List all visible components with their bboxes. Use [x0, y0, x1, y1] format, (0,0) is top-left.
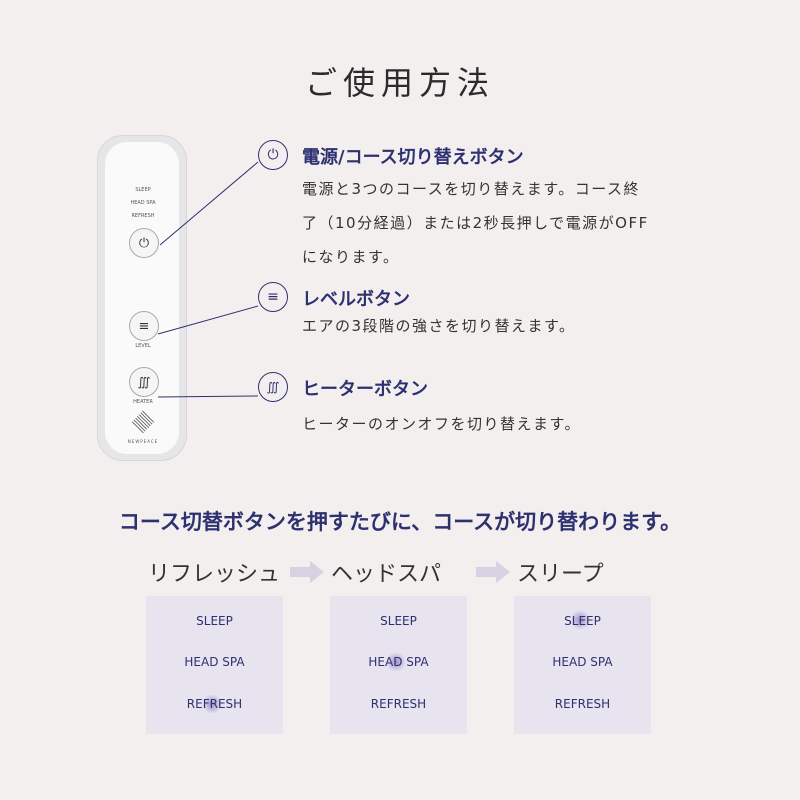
feature-heading-level: レベルボタン — [302, 289, 410, 310]
arrow-right-icon — [290, 561, 324, 583]
feature-desc-heater: ヒーターのオンオフを切り替えます。 — [302, 415, 582, 433]
brand-label: NEWPEACE — [127, 439, 159, 444]
remote-level-button: ≡ — [129, 311, 159, 341]
course-subheading: コース切替ボタンを押すたびに、コースが切り替わります。 — [118, 510, 682, 534]
indicator-light — [386, 652, 406, 672]
panel-label-sleep: SLEEP — [564, 614, 601, 628]
feature-desc-level: エアの3段階の強さを切り替えます。 — [302, 317, 576, 335]
panel-label-refresh: REFRESH — [186, 697, 243, 711]
course-name-head-spa: ヘッドスパ — [331, 562, 442, 587]
feature-desc-power: 電源と3つのコースを切り替えます。コース終 了（10分経過）または2秒長押しで電… — [302, 172, 649, 274]
remote-label-head-spa: HEAD SPA — [130, 200, 156, 206]
level-icon: ≡ — [258, 282, 288, 312]
course-name-sleep: スリープ — [517, 562, 604, 587]
course-panel-head-spa: SLEEP HEAD SPA REFRESH — [330, 596, 467, 734]
power-icon: ⏻ — [258, 140, 288, 170]
course-name-refresh: リフレッシュ — [148, 562, 281, 587]
panel-label-head-spa: HEAD SPA — [368, 655, 429, 669]
feature-heading-heater: ヒーターボタン — [302, 379, 428, 400]
remote-label-sleep: SLEEP — [135, 187, 151, 193]
panel-label-head-spa: HEAD SPA — [184, 655, 245, 669]
course-panel-refresh: SLEEP HEAD SPA REFRESH — [146, 596, 283, 734]
course-panel-sleep: SLEEP HEAD SPA REFRESH — [514, 596, 651, 734]
page-title: ご使用方法 — [304, 64, 495, 102]
remote-power-button: ⏻ — [129, 228, 159, 258]
heater-icon: ∭ — [258, 372, 288, 402]
indicator-light — [202, 694, 222, 714]
remote-control-image: SLEEP HEAD SPA REFRESH ⏻ ≡ LEVEL ∭ HEATE… — [97, 135, 187, 461]
remote-heater-label: HEATER — [133, 399, 153, 405]
panel-label-sleep: SLEEP — [196, 614, 233, 628]
arrow-right-icon — [476, 561, 510, 583]
remote-label-refresh: REFRESH — [131, 213, 155, 219]
panel-label-refresh: REFRESH — [370, 697, 427, 711]
desc-line: 了（10分経過）または2秒長押しで電源がOFF — [302, 214, 649, 232]
remote-heater-button: ∭ — [129, 367, 159, 397]
panel-label-sleep: SLEEP — [380, 614, 417, 628]
desc-line: になります。 — [302, 248, 400, 266]
feature-heading-power: 電源/コース切り替えボタン — [302, 147, 524, 168]
panel-label-head-spa: HEAD SPA — [552, 655, 613, 669]
indicator-light — [570, 610, 590, 630]
desc-line: 電源と3つのコースを切り替えます。コース終 — [302, 180, 641, 198]
remote-level-label: LEVEL — [135, 343, 151, 349]
panel-label-refresh: REFRESH — [554, 697, 611, 711]
